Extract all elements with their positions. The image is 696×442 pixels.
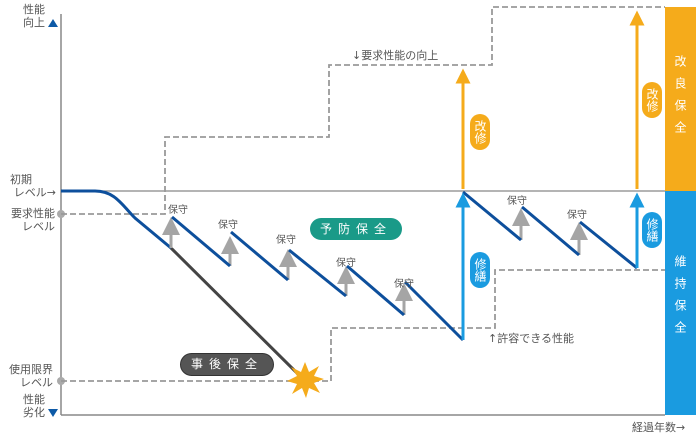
renovation-badge: 改修 bbox=[642, 82, 662, 118]
maintenance-label: 保守 bbox=[336, 258, 356, 269]
sustain-maintenance-label: 維持保全 bbox=[673, 255, 687, 343]
allowable-annotation: ↑許容できる性能 bbox=[488, 332, 574, 345]
degradation-segment bbox=[403, 280, 465, 342]
maintenance-label: 保守 bbox=[507, 196, 527, 207]
degradation-segment bbox=[462, 190, 522, 242]
repair-badge: 修繕 bbox=[470, 252, 490, 288]
degradation-segment bbox=[579, 220, 638, 270]
y-bottom-label-line2: 劣化 bbox=[23, 406, 45, 419]
required-performance-staircase bbox=[61, 6, 665, 215]
preventive-maintenance-badge: 予防保全 bbox=[310, 218, 402, 240]
degradation-segment bbox=[230, 230, 289, 282]
sustain-bar bbox=[665, 191, 696, 415]
required-level-label: 要求性能 レベル bbox=[0, 207, 55, 233]
limit-level-line2: レベル bbox=[20, 376, 53, 389]
initial-level-label: 初期 レベル→ bbox=[0, 173, 56, 199]
maintenance-label: 保守 bbox=[218, 220, 238, 231]
y-bottom-label-line1: 性能 bbox=[23, 393, 45, 406]
corrective-maintenance-badge: 事後保全 bbox=[180, 353, 274, 376]
initial-level-line1: 初期 bbox=[10, 173, 32, 186]
triangle-up-icon bbox=[48, 19, 58, 27]
y-axis-top-label: 性能 向上 bbox=[10, 3, 58, 29]
degradation-segment bbox=[288, 248, 347, 298]
required-level-line1: 要求性能 bbox=[11, 207, 55, 220]
required-up-annotation: ↓要求性能の向上 bbox=[352, 49, 439, 62]
y-top-label-line1: 性能 bbox=[23, 3, 45, 16]
failure-burst-icon bbox=[287, 362, 324, 398]
maintenance-label: 保守 bbox=[567, 210, 587, 221]
renovation-badge: 改修 bbox=[470, 114, 490, 150]
required-level-line2: レベル bbox=[22, 220, 55, 233]
limit-level-label: 使用限界 レベル bbox=[0, 363, 53, 389]
corrective-degradation-line bbox=[169, 246, 302, 378]
maintenance-label: 保守 bbox=[168, 205, 188, 216]
repair-badge: 修繕 bbox=[642, 212, 662, 248]
y-top-label-line2: 向上 bbox=[23, 16, 45, 29]
y-axis-bottom-label: 性能 劣化 bbox=[10, 393, 58, 419]
improvement-maintenance-label: 改良保全 bbox=[673, 55, 687, 143]
initial-degradation-curve bbox=[61, 189, 172, 250]
maintenance-label: 保守 bbox=[394, 279, 414, 290]
degradation-segment bbox=[171, 215, 231, 268]
initial-level-line2: レベル→ bbox=[13, 186, 56, 199]
x-axis-label: 経過年数→ bbox=[632, 421, 686, 434]
improvement-bar bbox=[665, 7, 696, 191]
triangle-down-icon bbox=[48, 409, 58, 417]
degradation-segment bbox=[346, 264, 405, 317]
allowable-performance-staircase bbox=[61, 269, 665, 382]
maintenance-label: 保守 bbox=[276, 235, 296, 246]
degradation-segment bbox=[521, 205, 580, 257]
limit-level-line1: 使用限界 bbox=[9, 363, 53, 376]
